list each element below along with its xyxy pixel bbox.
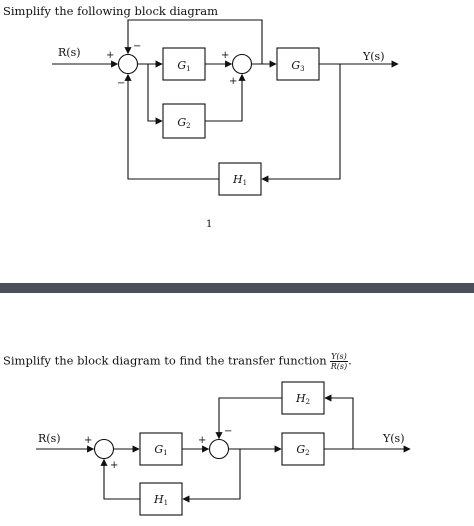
transfer-function-fraction: Y(s)R(s) bbox=[329, 352, 349, 371]
to-h1-line bbox=[182, 449, 241, 503]
block2-h1-label: H1 bbox=[153, 493, 168, 507]
output-to-h2 bbox=[324, 394, 354, 449]
block-g3 bbox=[276, 47, 320, 81]
section-divider bbox=[0, 283, 474, 293]
summing-junction-1 bbox=[117, 53, 139, 75]
sign-sj1-bottom: − bbox=[117, 78, 125, 89]
block2-h2 bbox=[281, 381, 325, 415]
g2-to-sj2 bbox=[205, 73, 246, 122]
block2-h2-label: H2 bbox=[295, 392, 310, 406]
sign2-sj1-bottom: + bbox=[110, 460, 118, 471]
tf-period: . bbox=[348, 353, 352, 368]
block-g1-label: G1 bbox=[177, 59, 190, 73]
output-to-h1 bbox=[261, 64, 341, 183]
block-g3-label: G3 bbox=[291, 59, 304, 73]
summing-junction2-2 bbox=[208, 438, 230, 460]
problem2-prompt: Simplify the block diagram to find the t… bbox=[3, 352, 352, 371]
h1-feedback-line bbox=[124, 73, 219, 180]
problem2-prompt-text: Simplify the block diagram to find the t… bbox=[3, 353, 327, 368]
block-g2-label: G2 bbox=[177, 116, 190, 130]
sign-sj1-in: + bbox=[106, 50, 114, 61]
block2-g1-label: G1 bbox=[154, 443, 167, 457]
sign2-sj1-in: + bbox=[84, 435, 92, 446]
top-feedback-line bbox=[124, 19, 263, 64]
block-h1-label: H1 bbox=[232, 173, 247, 187]
sign2-sj2-in: + bbox=[198, 435, 206, 446]
sign-sj1-top: − bbox=[133, 41, 141, 52]
input-label-r: R(s) bbox=[58, 46, 81, 59]
problem1-prompt: Simplify the following block diagram bbox=[3, 4, 219, 18]
output2-label-y: Y(s) bbox=[382, 432, 405, 445]
summing-junction2-1 bbox=[93, 438, 115, 460]
h1-feedback2-line bbox=[100, 458, 140, 500]
sign-sj2-top: + bbox=[221, 50, 229, 61]
block2-g2-label: G2 bbox=[296, 443, 309, 457]
sign-sj2-bottom: + bbox=[229, 76, 237, 87]
diagram-2: G1 H1 G2 H2 R(s) Y(s) + + + − bbox=[36, 381, 411, 516]
tf-numerator: Y(s) bbox=[329, 352, 349, 362]
tf-denominator: R(s) bbox=[330, 362, 348, 371]
input2-label-r: R(s) bbox=[38, 432, 61, 445]
branch-to-g2 bbox=[147, 64, 163, 125]
h2-feedback-line bbox=[215, 397, 282, 440]
output-label-y: Y(s) bbox=[362, 50, 385, 63]
block2-g2 bbox=[281, 432, 325, 466]
summing-junction-2 bbox=[231, 53, 253, 75]
page-number: 1 bbox=[206, 219, 212, 230]
diagram-1: G1 G2 G3 H1 R(s) Y(s) + − − + + 1 bbox=[52, 19, 399, 230]
sign2-sj2-top: − bbox=[224, 426, 232, 437]
